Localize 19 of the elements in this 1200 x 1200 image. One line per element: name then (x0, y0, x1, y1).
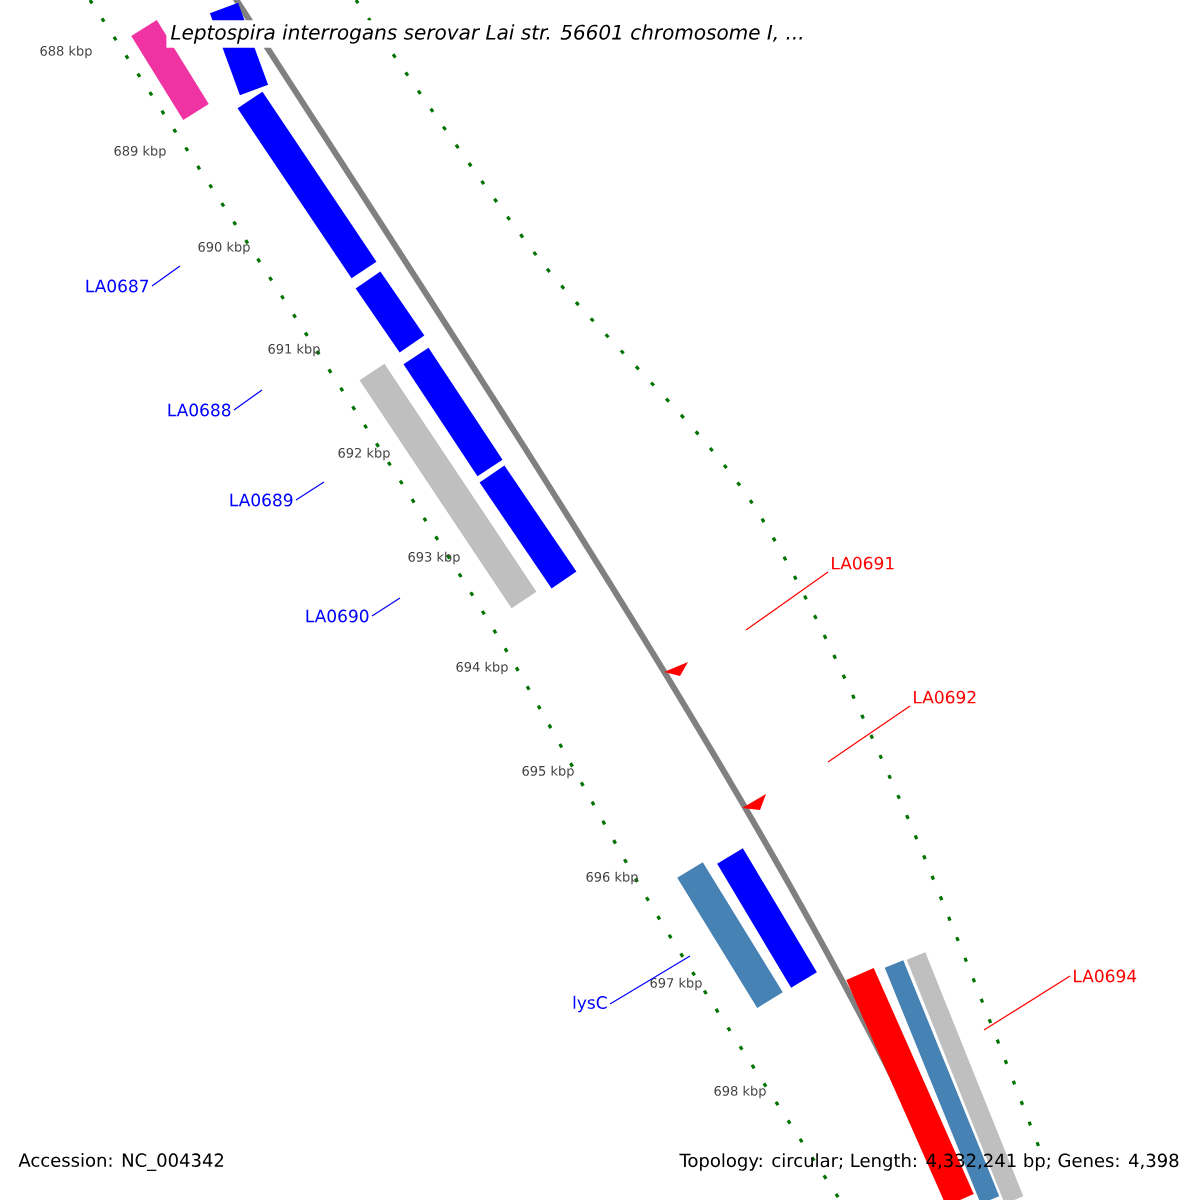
gene-label: LA0694 (1074, 969, 1137, 983)
leader-line (609, 955, 691, 1005)
gene-label: LA0688 (168, 403, 231, 417)
leader-line (233, 389, 263, 411)
leader-line (295, 481, 325, 501)
gene-label: LA0691 (832, 556, 894, 570)
leader-line (827, 705, 911, 763)
gene-label: LA0690 (306, 609, 369, 623)
gene-label: LA0687 (86, 279, 149, 293)
gene-label: lysC (573, 995, 607, 1013)
footer-text: Topology: circular; Length: 4,332,241 bp; Genes: 4,398 (679, 1153, 1179, 1171)
leader-line (745, 571, 829, 631)
gene-label: LA0689 (230, 493, 293, 507)
leader-line (151, 265, 181, 287)
leader-line (983, 975, 1071, 1031)
footer-text: Accession: NC_004342 (18, 1153, 224, 1171)
title: Leptospira interrogans serovar Lai str. 56601 chromosome I, ... (166, 20, 809, 48)
leader-line (371, 597, 401, 617)
gene-label: LA0692 (914, 690, 976, 704)
